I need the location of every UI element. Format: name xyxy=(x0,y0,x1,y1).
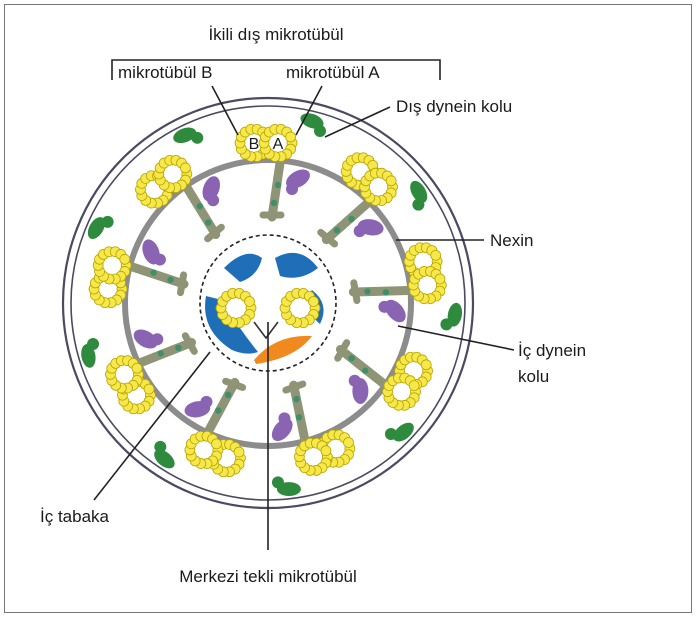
tubulin-bead xyxy=(132,363,142,373)
spoke-dot xyxy=(296,414,302,420)
label-nexin: Nexin xyxy=(490,231,533,250)
inner-dynein-head xyxy=(378,301,390,313)
label-inner-dynein-1: İç dynein xyxy=(518,341,586,360)
tubulin-bead xyxy=(421,360,431,370)
tubulin-bead xyxy=(180,163,190,173)
spoke-dot xyxy=(167,277,173,283)
spoke-dot xyxy=(225,392,231,398)
tubulin-bead xyxy=(309,296,319,306)
tubule-a xyxy=(294,438,332,475)
spoke-dot xyxy=(175,345,181,351)
label-inner-sheath: İç tabaka xyxy=(40,507,110,526)
central-singlet xyxy=(280,288,320,327)
inner-dynein-head xyxy=(200,396,212,408)
tubulin-bead xyxy=(409,381,419,391)
spoke-dot xyxy=(271,200,277,206)
tubulin-bead xyxy=(386,176,396,186)
inner-dynein-head xyxy=(154,254,166,266)
spoke-dot xyxy=(197,203,203,209)
spoke-dot xyxy=(215,407,221,413)
tubulin-bead xyxy=(435,274,445,284)
spoke-dot xyxy=(293,396,299,402)
inner-dynein-head xyxy=(278,412,290,424)
tubule-a xyxy=(105,356,143,393)
inner-dynein-head xyxy=(151,333,163,345)
tubulin-bead xyxy=(343,437,353,447)
tubulin-bead xyxy=(144,384,154,394)
tubule-a xyxy=(154,155,192,192)
inner-dynein-head xyxy=(207,194,219,206)
tubulin-bead xyxy=(286,132,296,142)
inner-dynein-head xyxy=(286,183,298,195)
label-outer-dynein: Dış dynein kolu xyxy=(396,97,512,116)
central-singlet xyxy=(216,288,256,327)
tubule-a xyxy=(360,168,398,205)
spoke-dot xyxy=(364,288,370,294)
inner-dynein-head xyxy=(354,225,366,237)
spoke-dot xyxy=(383,289,389,295)
spoke-dot xyxy=(150,269,156,275)
spoke-dot xyxy=(362,367,368,373)
label-doublet: İkili dış mikrotübül xyxy=(208,25,343,44)
tubulin-bead xyxy=(211,439,221,449)
tubulin-bead xyxy=(245,296,255,306)
spoke-dot xyxy=(205,219,211,225)
tubulin-bead xyxy=(321,446,331,456)
label-tubule-a: mikrotübül A xyxy=(286,63,380,82)
spoke-dot xyxy=(275,182,281,188)
letter-b: B xyxy=(249,136,260,153)
tubulin-bead xyxy=(234,447,244,457)
spoke-dot xyxy=(158,350,164,356)
label-tubule-b: mikrotübül B xyxy=(118,63,212,82)
letter-a: A xyxy=(273,136,284,153)
spoke-dot xyxy=(334,227,340,233)
tubule-a xyxy=(408,266,446,303)
label-inner-dynein-2: kolu xyxy=(518,367,549,386)
tubulin-bead xyxy=(120,254,130,264)
tubule-a xyxy=(93,247,131,284)
tubule-a xyxy=(383,373,421,410)
label-central-singlet: Merkezi tekli mikrotübül xyxy=(179,567,357,586)
spoke-dot xyxy=(348,355,354,361)
inner-dynein-head xyxy=(349,375,361,387)
tubulin-bead xyxy=(431,250,441,260)
tubule-a xyxy=(185,431,223,468)
spoke-dot xyxy=(348,216,354,222)
